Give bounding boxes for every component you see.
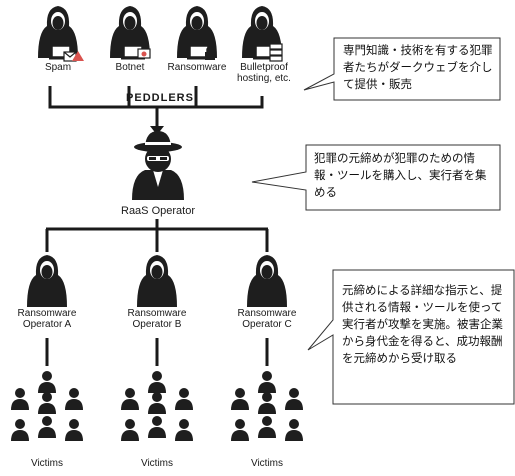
- peddler-ransomware: [177, 6, 217, 61]
- peddler-spam-label: Spam: [44, 62, 72, 73]
- callout-box-2: [251, 144, 501, 211]
- operator-a-icon: [27, 255, 67, 307]
- infected-computer-icon: [137, 48, 151, 59]
- victims-label-c: Victims: [250, 458, 284, 469]
- victims-label-b: Victims: [140, 458, 174, 469]
- operator-c-label: Ransomware Operator C: [237, 308, 297, 330]
- operator-b-icon: [137, 255, 177, 307]
- operator-a-label: Ransomware Operator A: [17, 308, 77, 330]
- operator-bracket: [45, 219, 269, 252]
- peddler-spam: [38, 6, 84, 62]
- callout-box-3: [307, 269, 515, 405]
- victims-group-a: [11, 371, 83, 441]
- callout-box-1: [303, 37, 501, 101]
- raas-operator-label: RaaS Operator: [121, 205, 195, 217]
- victims-group-b: [121, 371, 193, 441]
- operator-b-label: Ransomware Operator B: [127, 308, 187, 330]
- server-icon: [269, 43, 283, 62]
- callout-text-3: 元締めによる詳細な指示と、提供される情報・ツールを使って実行者が攻撃を実施。被害…: [342, 283, 503, 365]
- callout-text-2: 犯罪の元締めが犯罪のための情報・ツールを購入し、実行者を集める: [314, 151, 487, 199]
- victims-label-a: Victims: [30, 458, 64, 469]
- spy-hacker-icon: [132, 131, 184, 200]
- peddler-ransomware-label: Ransomware: [167, 62, 227, 73]
- peddler-botnet: [110, 6, 151, 61]
- callout-text-1: 専門知識・技術を有する犯罪者たちがダークウェブを介して提供・販売: [343, 43, 493, 91]
- peddlers-label: PEDDLERS: [126, 92, 194, 104]
- peddler-hosting-label: Bulletproof hosting, etc.: [237, 62, 291, 84]
- victims-group-c: [231, 371, 303, 441]
- lock-icon: [205, 46, 215, 60]
- arrow-down: [150, 107, 164, 135]
- peddler-botnet-label: Botnet: [115, 62, 145, 73]
- warning-icon: [72, 51, 84, 61]
- peddler-bulletproof-hosting: [242, 6, 283, 62]
- victim-lines: [45, 338, 269, 366]
- operator-c-icon: [247, 255, 287, 307]
